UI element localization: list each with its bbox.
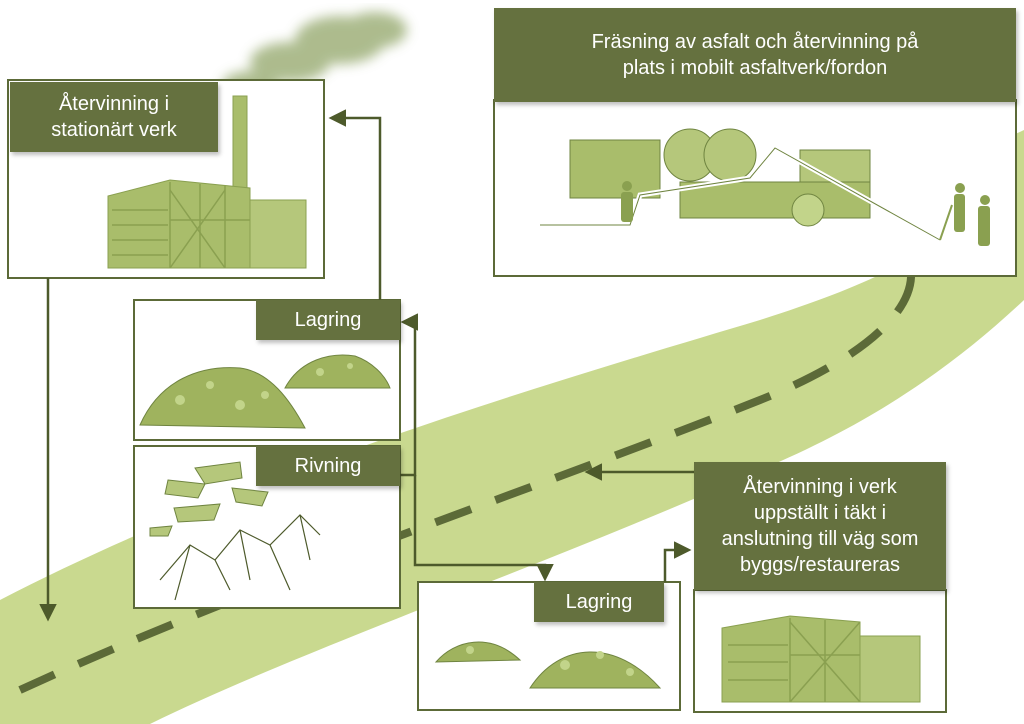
quarry-line-2: uppställt i täkt i [753, 502, 887, 524]
mobile-line-1: Fräsning av asfalt och återvinning på [591, 31, 919, 53]
demolition-label: Rivning [256, 446, 400, 486]
broken-asphalt-icon [149, 461, 321, 601]
asphalt-pile-icon [434, 641, 662, 689]
quarry-line-4: byggs/restaureras [739, 554, 901, 576]
arrow-demolition-to-storage-top [400, 313, 418, 477]
storage-top-label: Lagring [256, 300, 400, 340]
storage-bottom-label: Lagring [534, 582, 664, 622]
demolition-text: Rivning [294, 455, 362, 477]
stationary-line-1: Återvinning i [58, 93, 170, 115]
factory-icon [107, 95, 307, 269]
mobile-line-2: plats i mobilt asfaltverk/fordon [622, 57, 888, 79]
mobile-recycling-label: Fräsning av asfalt och återvinning på pl… [494, 8, 1016, 102]
road-worker-icon [621, 181, 990, 246]
quarry-line-1: Återvinning i verk [743, 476, 897, 498]
arrow-storage-to-stationary [328, 109, 382, 300]
stationary-recycling-label: Återvinning i stationärt verk [10, 82, 218, 152]
storage-top-text: Lagring [294, 309, 362, 331]
quarry-line-3: anslutning till väg som [721, 528, 919, 550]
arrow-storage-to-quarry [663, 541, 692, 582]
flow-arrows [39, 109, 694, 622]
road-dashes [18, 264, 916, 694]
asphalt-pile-icon [139, 354, 391, 429]
paving-machine-icon [540, 128, 942, 243]
stationary-line-2: stationärt verk [51, 119, 177, 141]
arrow-demolition-to-storage-bottom [413, 475, 554, 582]
storage-bottom-text: Lagring [565, 591, 633, 613]
quarry-recycling-label: Återvinning i verk uppställt i täkt i an… [694, 462, 946, 590]
factory-icon [721, 615, 921, 703]
